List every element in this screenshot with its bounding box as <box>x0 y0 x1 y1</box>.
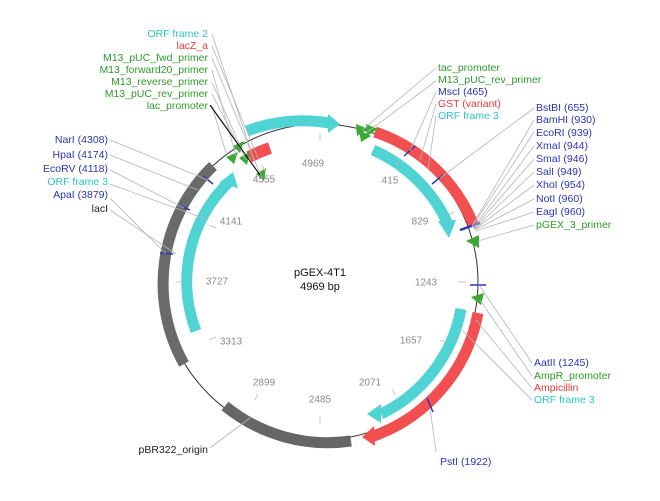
orf-frame3-bottom-arrowhead <box>367 404 381 423</box>
mscI-tick[interactable] <box>403 145 416 157</box>
feature-arcs <box>157 114 484 449</box>
label-orf-frame3-left[interactable]: ORF frame 3 <box>47 176 108 188</box>
pbr322-origin-arc[interactable] <box>221 401 352 449</box>
tick-label: 2071 <box>359 378 382 389</box>
orf-frame3-top-arc[interactable] <box>370 144 452 225</box>
label-ecoRV[interactable]: EcoRV (4118) <box>43 163 108 175</box>
tick-label: 4969 <box>302 159 325 170</box>
orf-frame3-bottom-arc[interactable] <box>378 307 467 419</box>
plasmid-name: pGEX-4T1 <box>294 267 346 279</box>
tick-label: 2485 <box>309 395 332 406</box>
orf-frame3-top-arrowhead <box>438 220 456 238</box>
label-xmaI[interactable]: XmaI (944) <box>536 140 588 152</box>
label-ampicillin[interactable]: Ampicillin <box>534 382 579 394</box>
label-eagI[interactable]: EagI (960) <box>536 206 585 218</box>
orf-frame3-left-arc[interactable] <box>181 179 232 333</box>
primer-marker-left-3[interactable] <box>239 152 250 165</box>
label-pbr322-origin[interactable]: pBR322_origin <box>139 444 209 456</box>
mcs-site-tick[interactable] <box>459 221 481 232</box>
bstBI-tick[interactable] <box>431 174 444 185</box>
label-m13-puc-rev-primer[interactable]: M13_pUC_rev_primer <box>105 88 209 100</box>
label-orf-frame3-bottom[interactable]: ORF frame 3 <box>534 394 595 406</box>
label-bamHI[interactable]: BamHI (930) <box>536 114 596 126</box>
inner-ticks <box>176 133 466 423</box>
tick-label: 2899 <box>253 378 276 389</box>
tick-label: 829 <box>412 217 429 228</box>
tick-label: 1657 <box>400 336 423 347</box>
label-lacz-a[interactable]: lacZ_a <box>176 40 208 52</box>
label-salI[interactable]: SalI (949) <box>536 166 582 178</box>
labels-left-mid: NarI (4308) HpaI (4174) EcoRV (4118) ORF… <box>43 134 108 215</box>
label-m13-forward20-primer[interactable]: M13_forward20_primer <box>99 64 208 76</box>
pstI-tick[interactable] <box>426 397 434 413</box>
label-orf-frame2[interactable]: ORF frame 2 <box>147 28 208 40</box>
primer-marker-top-2[interactable] <box>366 124 378 136</box>
labels-right-bottom: AatII (1245) AmpR_promoter Ampicillin OR… <box>534 357 612 406</box>
orf-frame2-arc[interactable] <box>245 115 330 137</box>
label-narI[interactable]: NarI (4308) <box>55 134 108 146</box>
label-m13-reverse-primer[interactable]: M13_reverse_primer <box>111 76 208 88</box>
labels-left-top: ORF frame 2 lacZ_a M13_pUC_fwd_primer M1… <box>99 28 208 112</box>
primer-marker-top-3[interactable] <box>359 130 371 142</box>
labels-right-sites: BstBI (655) BamHI (930) EcoRI (939) XmaI… <box>536 102 612 231</box>
laci-arc[interactable] <box>157 162 217 367</box>
tick-labels: 4969 415 829 1243 1657 2071 2485 2899 33… <box>206 159 438 406</box>
ampicillin-arc[interactable] <box>369 312 484 443</box>
label-m13-puc-fwd-primer[interactable]: M13_pUC_fwd_primer <box>103 52 209 64</box>
tick-label: 4555 <box>253 175 276 186</box>
label-lacI[interactable]: lacI <box>92 203 108 215</box>
label-notI[interactable]: NotI (960) <box>536 193 583 205</box>
label-xhoI[interactable]: XhoI (954) <box>536 179 585 191</box>
label-ecoRI[interactable]: EcoRI (939) <box>536 127 592 139</box>
tick-label: 1243 <box>415 278 438 289</box>
label-aatII[interactable]: AatII (1245) <box>534 357 589 369</box>
ampr-promoter-marker[interactable] <box>471 293 484 305</box>
primer-marker-left-4[interactable] <box>256 168 266 181</box>
tick-label: 3727 <box>206 277 229 288</box>
label-mscI[interactable]: MscI (465) <box>438 86 488 98</box>
label-m13-puc-rev-primer-right[interactable]: M13_pUC_rev_primer <box>438 74 542 86</box>
orf-frame3-left-arrowhead <box>219 172 238 188</box>
label-pstI[interactable]: PstI (1922) <box>440 456 491 468</box>
label-orf-frame3-top[interactable]: ORF frame 3 <box>438 110 499 122</box>
plasmid-length: 4969 bp <box>300 281 340 293</box>
primer-marker-left-2[interactable] <box>233 141 244 153</box>
laczA-arc[interactable] <box>246 142 273 163</box>
label-tac-promoter[interactable]: tac_promoter <box>438 62 500 74</box>
tick-label: 415 <box>382 176 399 187</box>
primer-marker-left-1[interactable] <box>226 152 238 164</box>
label-ampr-promoter[interactable]: AmpR_promoter <box>534 370 612 382</box>
label-hpaI[interactable]: HpaI (4174) <box>53 149 108 161</box>
tick-label: 3313 <box>220 337 243 348</box>
label-apaI[interactable]: ApaI (3879) <box>53 189 108 201</box>
orf-frame2-arrowhead <box>328 114 340 133</box>
label-gst-variant[interactable]: GST (variant) <box>438 98 501 110</box>
label-smaI[interactable]: SmaI (946) <box>536 153 588 165</box>
apaI-tick[interactable] <box>159 252 174 255</box>
leader-lines <box>109 33 535 453</box>
gst-variant-arc[interactable] <box>373 126 480 229</box>
ampicillin-arrowhead <box>362 426 375 446</box>
label-bstBI[interactable]: BstBI (655) <box>536 102 589 114</box>
labels-right-top: tac_promoter M13_pUC_rev_primer MscI (46… <box>438 62 542 122</box>
label-lac-promoter[interactable]: lac_promoter <box>147 100 209 112</box>
label-pgex3-primer[interactable]: pGEX_3_primer <box>536 219 612 231</box>
pgex3-primer-marker[interactable] <box>466 235 479 248</box>
tick-label: 4141 <box>220 217 243 228</box>
